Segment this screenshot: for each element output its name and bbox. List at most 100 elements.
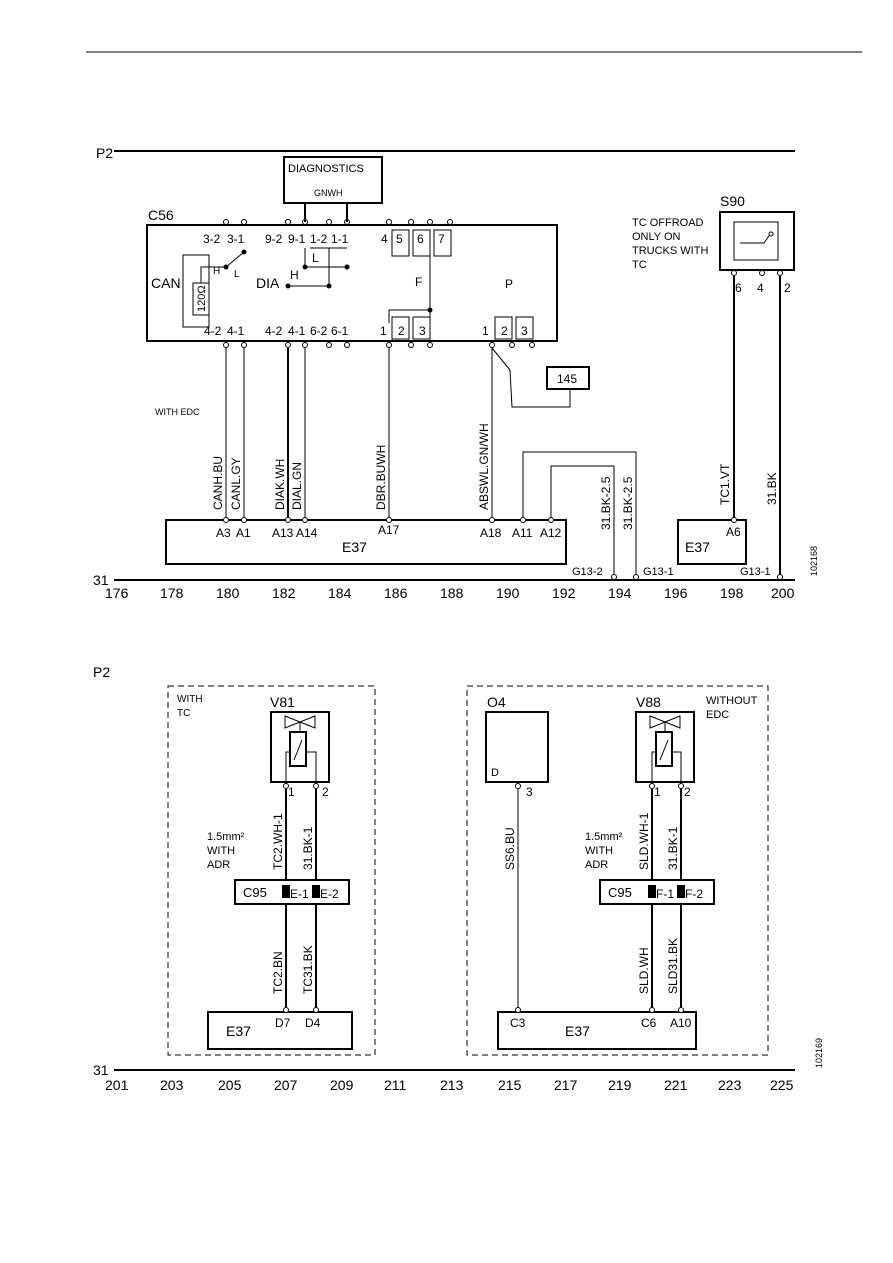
svg-text:211: 211 (384, 1077, 407, 1093)
svg-text:31.BK: 31.BK (765, 472, 779, 505)
svg-text:3: 3 (521, 324, 528, 338)
svg-text:E-2: E-2 (320, 887, 339, 901)
svg-text:ONLY ON: ONLY ON (632, 231, 681, 243)
scale-top: 176 178 180 182 184 186 188 190 192 194 … (105, 585, 795, 601)
svg-text:4-1: 4-1 (288, 324, 306, 338)
svg-text:1: 1 (654, 785, 661, 799)
svg-text:A3: A3 (216, 526, 231, 540)
svg-text:178: 178 (160, 585, 184, 601)
svg-text:176: 176 (105, 585, 129, 601)
c95-left-box (234, 879, 350, 905)
svg-text:6-2: 6-2 (310, 324, 328, 338)
svg-text:201: 201 (105, 1077, 129, 1093)
svg-text:4: 4 (381, 232, 388, 246)
e37-box-top (165, 519, 567, 565)
svg-text:TC: TC (632, 259, 647, 271)
resistor-label: 120Ω (196, 285, 208, 312)
diagnostics-label: DIAGNOSTICS (288, 163, 364, 175)
svg-text:1.5mm²: 1.5mm² (585, 831, 623, 843)
svg-text:198: 198 (720, 585, 744, 601)
svg-text:SLD.WH: SLD.WH (637, 947, 651, 994)
svg-text:A13: A13 (272, 526, 294, 540)
svg-text:A17: A17 (378, 523, 400, 537)
scale-bottom: 201 203 205 207 209 211 213 215 217 219 … (105, 1077, 794, 1093)
svg-text:31.BK-2.5: 31.BK-2.5 (599, 476, 613, 530)
svg-text:2: 2 (684, 785, 691, 799)
can-label: CAN (151, 275, 181, 291)
svg-text:L: L (234, 269, 240, 280)
o4-box (485, 711, 549, 783)
svg-text:TRUCKS WITH: TRUCKS WITH (632, 245, 708, 257)
svg-text:4-2: 4-2 (204, 324, 222, 338)
svg-text:ADR: ADR (207, 859, 230, 871)
svg-text:3-2: 3-2 (203, 232, 221, 246)
svg-text:219: 219 (608, 1077, 632, 1093)
e37-box-bottom-left (207, 1011, 353, 1050)
figure-id-bottom: 102169 (814, 1038, 824, 1068)
svg-text:WITHOUT: WITHOUT (706, 695, 758, 707)
svg-text:L: L (312, 251, 319, 265)
svg-text:1-1: 1-1 (331, 232, 349, 246)
svg-text:5: 5 (396, 232, 403, 246)
svg-text:1-2: 1-2 (310, 232, 328, 246)
svg-text:SLD31.BK: SLD31.BK (666, 938, 680, 994)
svg-text:A1: A1 (236, 526, 251, 540)
can-h-link (200, 266, 226, 283)
svg-text:A10: A10 (670, 1016, 692, 1030)
svg-text:H: H (213, 266, 220, 277)
svg-text:4: 4 (757, 281, 764, 295)
svg-text:184: 184 (328, 585, 352, 601)
p2-label: P2 (96, 145, 113, 161)
o4-label: O4 (487, 694, 506, 710)
svg-text:D4: D4 (305, 1016, 321, 1030)
svg-text:3: 3 (526, 785, 533, 799)
svg-text:WITH: WITH (207, 845, 235, 857)
svg-text:G13-1: G13-1 (643, 566, 674, 578)
svg-text:SS6.BU: SS6.BU (503, 827, 517, 870)
svg-text:D7: D7 (275, 1016, 291, 1030)
svg-text:E37: E37 (685, 539, 710, 555)
dia-label: DIA (256, 275, 280, 291)
svg-text:TC: TC (177, 708, 190, 719)
svg-text:C95: C95 (243, 885, 267, 900)
c56-box (146, 224, 558, 342)
svg-text:A14: A14 (296, 526, 318, 540)
svg-text:1: 1 (482, 324, 489, 338)
top-diagram: P2 DIAGNOSTICS GNWH C56 3-2 3-1 9-2 9-1 … (93, 145, 819, 601)
svg-text:9-1: 9-1 (288, 232, 306, 246)
bottom-diagram: P2 WITH TC WITHOUT EDC V81 1 2 1.5mm² WI… (93, 664, 824, 1093)
svg-text:203: 203 (160, 1077, 184, 1093)
svg-text:207: 207 (274, 1077, 298, 1093)
svg-text:CANL.GY: CANL.GY (229, 457, 243, 510)
f-link (388, 256, 431, 323)
svg-text:31.BK-1: 31.BK-1 (666, 826, 680, 870)
diagnostics-box (283, 156, 383, 204)
svg-text:ADR: ADR (585, 859, 608, 871)
pin6-box (412, 229, 431, 257)
svg-text:D: D (491, 767, 499, 779)
svg-text:DIAL.GN: DIAL.GN (290, 462, 304, 510)
svg-text:E37: E37 (565, 1023, 590, 1039)
svg-text:A18: A18 (480, 526, 502, 540)
svg-text:E-1: E-1 (290, 887, 309, 901)
svg-text:E37: E37 (226, 1023, 251, 1039)
svg-text:190: 190 (496, 585, 520, 601)
svg-text:1.5mm²: 1.5mm² (207, 831, 245, 843)
svg-text:A12: A12 (540, 526, 562, 540)
svg-text:DIAK.WH: DIAK.WH (273, 459, 287, 510)
svg-text:182: 182 (272, 585, 296, 601)
svg-text:H: H (290, 268, 299, 282)
svg-text:6-1: 6-1 (331, 324, 349, 338)
svg-text:DBR.BUWH: DBR.BUWH (374, 445, 388, 510)
svg-text:213: 213 (440, 1077, 464, 1093)
c56-top-pin-labels: 3-2 3-1 9-2 9-1 1-2 1-1 4 (203, 232, 388, 246)
svg-text:217: 217 (554, 1077, 578, 1093)
svg-text:6: 6 (735, 281, 742, 295)
diagnostics-wire-label: GNWH (314, 188, 343, 198)
svg-text:1: 1 (288, 785, 295, 799)
top-wire-labels: CANH.BU CANL.GY DIAK.WH DIAL.GN DBR.BUWH… (211, 423, 779, 530)
svg-text:2: 2 (322, 785, 329, 799)
svg-text:2: 2 (784, 281, 791, 295)
svg-text:192: 192 (552, 585, 576, 601)
